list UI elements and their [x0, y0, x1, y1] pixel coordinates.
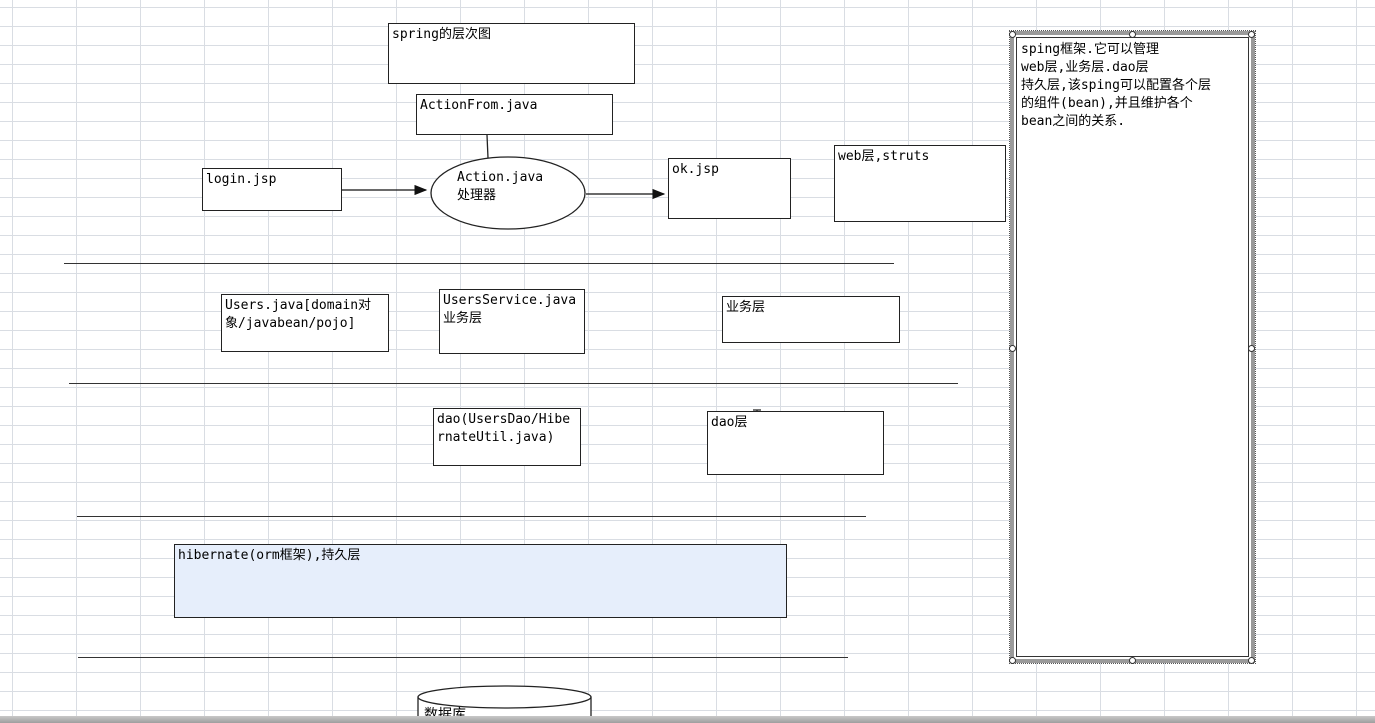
- hibernate-box[interactable]: hibernate(orm框架),持久层: [174, 544, 787, 618]
- login-jsp-box[interactable]: login.jsp: [202, 168, 342, 211]
- resize-handle-middle-right[interactable]: [1248, 345, 1255, 352]
- action-label: Action.java 处理器: [445, 169, 577, 205]
- users-domain-box[interactable]: Users.java[domain对 象/javabean/pojo]: [221, 294, 389, 352]
- resize-handle-bottom-middle[interactable]: [1129, 657, 1136, 664]
- service-layer-label-box[interactable]: 业务层: [722, 296, 900, 343]
- resize-handle-middle-left[interactable]: [1009, 345, 1016, 352]
- form-to-action-connector: [486, 134, 489, 159]
- spring-side-note-text[interactable]: sping框架.它可以管理 web层,业务层.dao层 持久层,该sping可以…: [1016, 37, 1249, 657]
- spring-side-note-frame[interactable]: sping框架.它可以管理 web层,业务层.dao层 持久层,该sping可以…: [1009, 30, 1256, 664]
- dao-box[interactable]: dao(UsersDao/Hibe rnateUtil.java): [433, 408, 581, 466]
- dao-layer-label-box[interactable]: dao层: [707, 411, 884, 475]
- resize-handle-top-right[interactable]: [1248, 31, 1255, 38]
- window-bottom-edge: [0, 716, 1375, 723]
- action-ellipse[interactable]: [430, 156, 586, 230]
- ok-jsp-box[interactable]: ok.jsp: [668, 158, 791, 219]
- separator-service-dao: [69, 383, 958, 384]
- resize-handle-bottom-left[interactable]: [1009, 657, 1016, 664]
- separator-dao-persistence: [77, 516, 866, 517]
- action-label-line2: 处理器: [457, 188, 497, 203]
- resize-handle-top-left[interactable]: [1009, 31, 1016, 38]
- separator-persistence-db: [78, 657, 848, 658]
- web-layer-label-box[interactable]: web层,struts: [834, 145, 1006, 222]
- database-cylinder-top: [417, 685, 592, 709]
- title-box[interactable]: spring的层次图: [388, 23, 635, 84]
- users-service-box[interactable]: UsersService.java 业务层: [439, 289, 585, 354]
- action-label-line1: Action.java: [457, 170, 544, 185]
- separator-web-service: [64, 263, 894, 264]
- action-form-box[interactable]: ActionFrom.java: [416, 94, 613, 135]
- resize-handle-top-middle[interactable]: [1129, 31, 1136, 38]
- resize-handle-bottom-right[interactable]: [1248, 657, 1255, 664]
